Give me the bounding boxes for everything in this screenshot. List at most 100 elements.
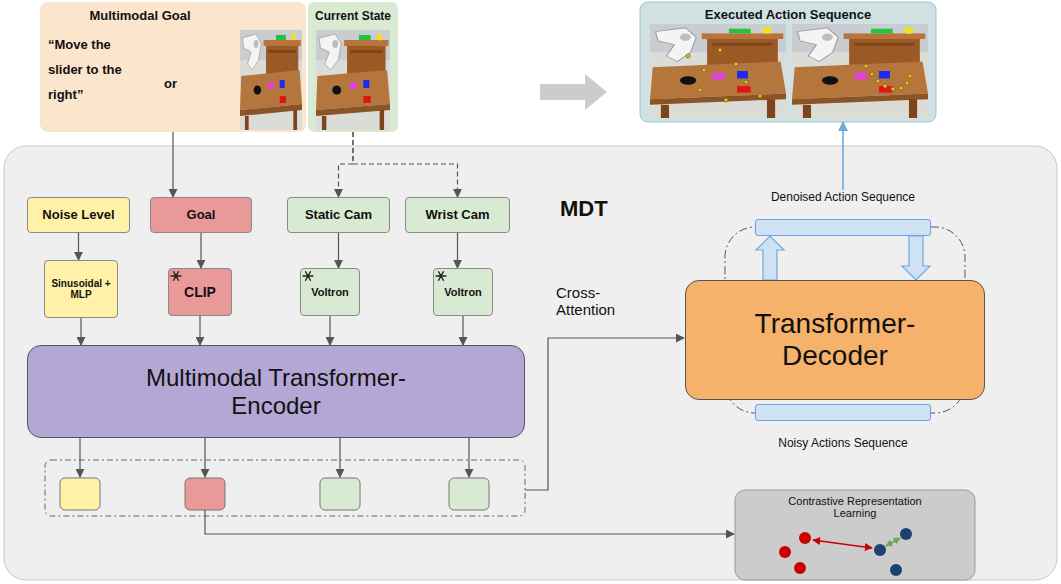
box-label: Denoised Action Sequence <box>768 190 918 204</box>
embedding-dots <box>779 528 912 576</box>
trajectory-dots <box>724 98 728 102</box>
state-panel-fill <box>308 2 398 132</box>
embedding-dots <box>779 546 791 558</box>
encoder-box: CLIP <box>168 268 232 316</box>
output-panel-fill <box>640 2 936 122</box>
connector-arrow <box>172 132 173 197</box>
contrastive-fill <box>735 490 975 580</box>
trajectory-dots <box>686 54 690 58</box>
box-label: Wrist Cam <box>425 208 489 223</box>
embedding-dots <box>886 538 900 546</box>
connector-arrow <box>339 132 354 197</box>
trajectory-dots <box>744 80 748 84</box>
transformer-decoder: Transformer-Decoder <box>685 280 985 400</box>
action-image <box>792 24 928 118</box>
goal-image <box>240 30 302 130</box>
frozen-snowflake <box>171 272 181 281</box>
block-arrow <box>756 236 784 280</box>
action-sequence: Noisy Actions Sequence <box>755 404 931 450</box>
mdt-region-fill <box>4 146 1057 580</box>
trajectory-dots <box>876 79 880 83</box>
encoder-tokens <box>449 478 489 510</box>
trajectory-dots <box>870 72 874 76</box>
input-box: Static Cam <box>287 197 390 233</box>
connector-arrow <box>80 318 81 345</box>
frozen-snowflake <box>171 272 181 281</box>
box-label: Multimodal Goal <box>40 8 240 23</box>
trajectory-dots <box>905 81 909 85</box>
box-label: CLIP <box>184 284 216 300</box>
connector-arrow <box>329 316 330 345</box>
connector-arrow <box>199 316 200 345</box>
annotation-label: Cross-Attention <box>556 284 634 318</box>
input-box: Wrist Cam <box>405 197 510 233</box>
goal-panel: Multimodal Goal “Move the slider to the r… <box>40 2 306 132</box>
box-label: Static Cam <box>305 208 372 223</box>
block-arrow <box>902 236 930 280</box>
connector-arrow <box>457 233 458 268</box>
trajectory-dots <box>908 74 912 78</box>
box-label: Voltron <box>311 286 349 299</box>
box-label: Multimodal Transformer-Encoder <box>126 364 426 419</box>
connector-arrow <box>338 233 339 268</box>
box-label: Noise Level <box>42 208 114 223</box>
input-box: Goal <box>150 197 252 233</box>
box-label: “Move the slider to the right” <box>48 32 128 107</box>
encoder-tokens <box>185 478 225 510</box>
trajectory-dots <box>702 68 706 72</box>
output-panel: Executed Action Sequence <box>640 2 936 122</box>
trajectory-dots <box>734 62 738 66</box>
box-label: Noisy Actions Sequence <box>775 436 910 450</box>
action-sequence: Denoised Action Sequence <box>755 190 931 236</box>
embedding-dots <box>890 564 902 576</box>
contrastive-box: Contrastive Representation Learning <box>735 490 975 580</box>
trajectory-dots <box>698 88 702 92</box>
encoder-tokens <box>320 478 360 510</box>
goal-panel-fill <box>40 2 306 132</box>
token-arrows <box>204 438 205 477</box>
encoder-tokens <box>60 478 489 510</box>
box-label: Executed Action Sequence <box>640 7 936 22</box>
box-label: Voltron <box>444 286 482 299</box>
box-label: or <box>164 76 177 91</box>
frozen-snowflake <box>303 272 313 281</box>
connector-arrow <box>78 233 79 260</box>
input-box: Noise Level <box>27 197 130 233</box>
frozen-snowflake <box>436 272 446 281</box>
embedding-dots <box>799 532 811 544</box>
box-label: Sinusoidal + MLP <box>47 278 115 301</box>
connector-arrow <box>353 132 458 197</box>
encoder-box: Voltron <box>300 268 360 316</box>
connector-arrow <box>200 233 201 268</box>
box-label: Current State <box>308 9 398 23</box>
trajectory-dots <box>899 86 903 90</box>
flow-arrow <box>540 74 607 110</box>
trajectory-dots <box>883 84 887 88</box>
token-group <box>45 460 525 516</box>
trajectory-dots <box>864 64 868 68</box>
embedding-dots <box>794 562 806 574</box>
token-arrows <box>205 510 734 534</box>
box-label: Goal <box>187 208 216 223</box>
token-arrows <box>339 438 340 477</box>
state-image <box>316 30 390 130</box>
frozen-snowflake <box>436 272 446 281</box>
mdt-region: MDT Noise Level Goal Static Cam Wrist CamSin… <box>4 146 1057 580</box>
embedding-box: Sinusoidal + MLP <box>44 260 118 318</box>
trajectory-dots <box>758 94 762 98</box>
box-label: Transformer-Decoder <box>735 308 935 372</box>
state-panel: Current State <box>308 2 398 132</box>
action-bar <box>755 219 931 236</box>
token-arrows <box>468 438 469 477</box>
box-label: Contrastive Representation Learning <box>780 495 930 519</box>
embedding-dots <box>900 528 912 540</box>
connector-arrow <box>462 316 463 345</box>
box-label: MDT <box>560 196 608 222</box>
embedding-dots <box>813 540 872 548</box>
encoder-box: Voltron <box>433 268 493 316</box>
token-arrows <box>79 438 80 477</box>
action-bar <box>755 404 931 421</box>
frozen-snowflake <box>171 272 446 281</box>
trajectory-dots <box>718 48 722 52</box>
